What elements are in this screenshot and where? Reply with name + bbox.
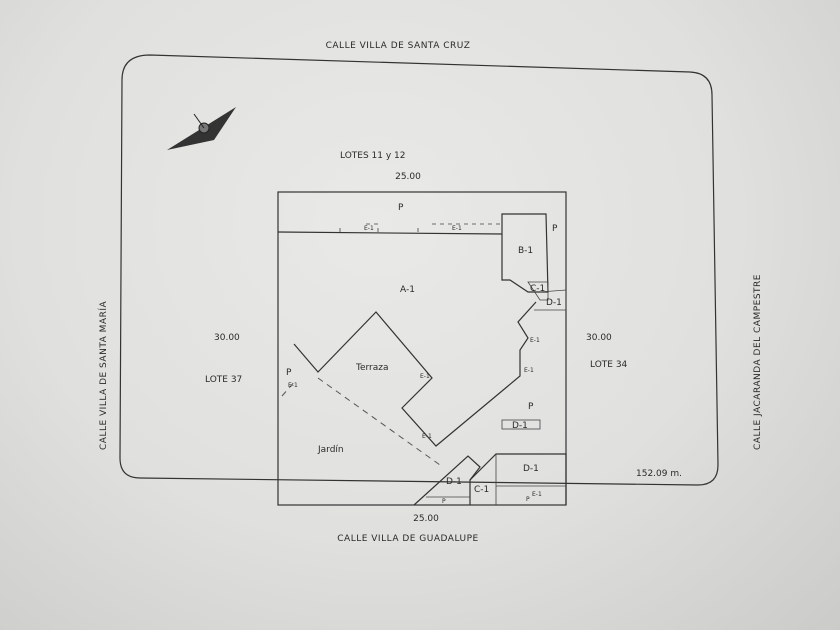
zone-d1: D-1 xyxy=(523,464,539,474)
zone-e1: E-1 xyxy=(364,225,374,232)
zone-c1: C-1 xyxy=(530,284,545,294)
terrace-edge xyxy=(317,377,441,466)
zone-a1: A-1 xyxy=(400,285,415,295)
house-outline xyxy=(293,301,537,447)
zone-c1: C-1 xyxy=(474,485,489,495)
zone-p-left: P xyxy=(286,368,292,378)
zone-e1: E-1 xyxy=(422,433,432,440)
zone-b1: B-1 xyxy=(518,246,533,256)
e1-dash xyxy=(339,223,500,232)
north-arrow-icon xyxy=(167,107,236,150)
zone-e1: E-1 xyxy=(530,337,540,344)
area-label: 152.09 m. xyxy=(636,469,682,479)
zone-e1: E-1 xyxy=(288,382,298,389)
street-north: CALLE VILLA DE SANTA CRUZ xyxy=(326,41,471,51)
zone-p-bottom1: P xyxy=(442,498,446,505)
block-outline xyxy=(119,54,719,486)
zone-e1: E-1 xyxy=(524,367,534,374)
room-d1-bottom xyxy=(413,455,481,506)
zone-e1: E-1 xyxy=(452,225,462,232)
zone-d1: D-1 xyxy=(546,298,562,308)
dim-right: 30.00 xyxy=(586,333,612,343)
zone-e1: E-1 xyxy=(532,491,542,498)
street-west: CALLE VILLA DE SANTA MARÍA xyxy=(97,301,109,450)
zone-p-bottom2: P xyxy=(526,496,530,503)
zone-p-center: P xyxy=(528,402,534,412)
setback-line xyxy=(277,231,503,235)
room-d1-top xyxy=(534,289,567,311)
dim-top: 25.00 xyxy=(395,172,421,182)
zone-d1: D-1 xyxy=(446,477,462,487)
street-east: CALLE JACARANDA DEL CAMPESTRE xyxy=(753,274,763,450)
neighbor-west: LOTE 37 xyxy=(205,375,242,385)
wall-dash xyxy=(281,379,297,397)
lot-boundary xyxy=(277,191,567,506)
street-south: CALLE VILLA DE GUADALUPE xyxy=(337,534,478,544)
neighbor-north: LOTES 11 y 12 xyxy=(340,151,406,161)
dim-left: 30.00 xyxy=(214,333,240,343)
room-d1-strip xyxy=(501,419,541,430)
zone-terraza: Terraza xyxy=(355,363,389,373)
room-c1 xyxy=(527,281,549,301)
zone-p-top: P xyxy=(398,203,404,213)
neighbor-east: LOTE 34 xyxy=(590,360,628,370)
zone-jardin: Jardín xyxy=(317,445,344,455)
room-b1 xyxy=(501,213,549,293)
zone-e1: E-1 xyxy=(420,373,430,380)
dim-bottom: 25.00 xyxy=(413,514,439,524)
zone-p-right: P xyxy=(552,224,558,234)
zone-d1: D-1 xyxy=(512,421,528,431)
room-c1-bottom xyxy=(469,453,567,505)
